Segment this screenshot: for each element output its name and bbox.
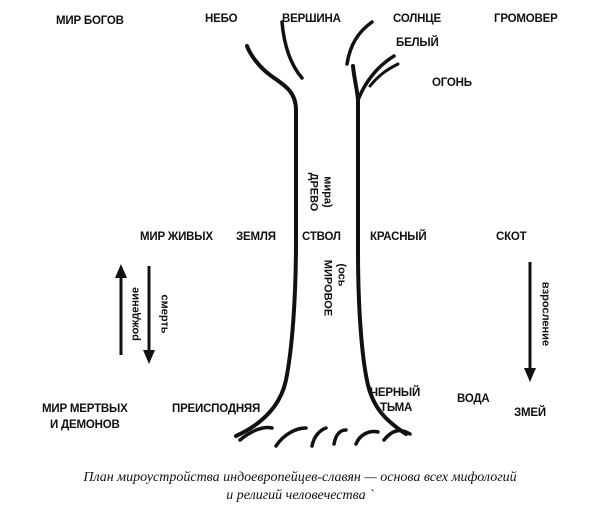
death-arrow: [143, 266, 155, 364]
label-world-axis-line1: МИРОВОЕ: [321, 259, 334, 317]
tree-branch-right-lower-2: [368, 62, 400, 88]
tree-branch-right-top: [345, 20, 374, 66]
label-serpent: ЗМЕЙ: [514, 407, 546, 419]
label-white: БЕЛЫЙ: [396, 37, 439, 49]
birth-arrow: [115, 264, 127, 355]
label-earth: ЗЕМЛЯ: [236, 231, 276, 243]
label-cattle: СКОТ: [496, 231, 527, 243]
label-trunk: СТВОЛ: [302, 231, 341, 243]
label-world-axis-line2: (ось: [335, 263, 348, 287]
tree-roots: [238, 425, 412, 448]
tree-trunk-left-edge: [234, 44, 298, 438]
caption-line2: и религий человечества `: [226, 488, 374, 503]
label-death: смерть: [158, 294, 171, 334]
label-water: ВОДА: [457, 393, 490, 405]
label-top: ВЕРШИНА: [282, 13, 341, 25]
label-red: КРАСНЫЙ: [370, 231, 427, 243]
label-world-gods: МИР БОГОВ: [56, 15, 124, 27]
label-growth: взросление: [539, 281, 552, 347]
tree-branch-right-lower: [356, 54, 396, 102]
label-sun: СОЛНЦЕ: [393, 13, 441, 25]
label-birth: рождение: [129, 287, 142, 341]
label-sky: НЕБО: [205, 13, 238, 25]
label-black-line2: ТЬМА: [380, 402, 413, 414]
label-world-tree-line2: мира): [321, 176, 334, 208]
label-world-living: МИР ЖИВЫХ: [140, 231, 213, 243]
label-fire: ОГОНЬ: [432, 77, 472, 89]
label-underworld: ПРЕИСПОДНЯЯ: [172, 403, 261, 415]
label-world-dead-line1: МИР МЕРТВЫХ: [42, 403, 128, 415]
growth-arrow: [524, 262, 536, 382]
label-black-line1: ЧЕРНЫЙ: [370, 387, 421, 399]
caption-line1: План мироустройства индоевропейцев-славя…: [83, 470, 517, 485]
tree-trunk-right-edge: [351, 64, 408, 436]
label-thunderer: ГРОМОВЕР: [494, 13, 558, 25]
tree-branch-left: [280, 20, 304, 80]
label-world-dead-line2: И ДЕМОНОВ: [50, 419, 120, 431]
label-world-tree-line1: ДРЕВО: [307, 172, 320, 212]
